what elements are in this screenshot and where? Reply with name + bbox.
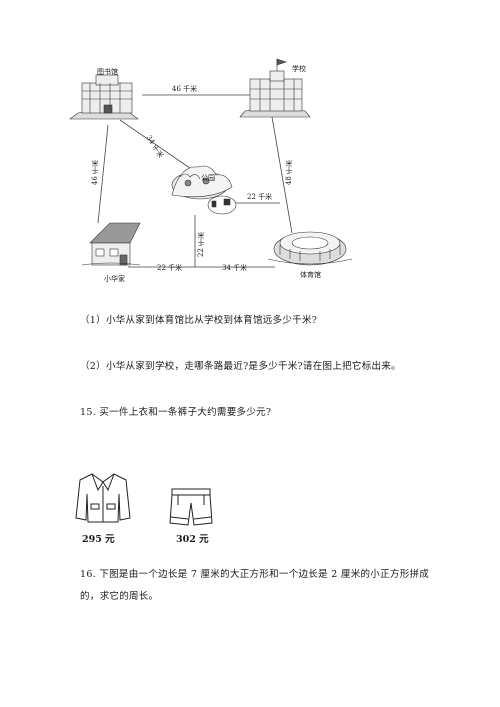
route-school-stadium <box>271 116 293 234</box>
distance-library-school: 46 千米 <box>172 85 198 93</box>
route-library-park <box>119 119 201 176</box>
distance-library-home: 46 千米 <box>91 160 99 186</box>
question-16-line-1: 16. 下图是由一个边长是 7 厘米的大正方形和一个边长是 2 厘米的小正方形拼… <box>80 569 430 580</box>
distance-park-right: 22 千米 <box>247 193 273 201</box>
question-15: 15. 买一件上衣和一条裤子大约需要多少元? <box>80 407 272 418</box>
distance-home-junction: 22 千米 <box>157 264 183 272</box>
question-2: （2）小华从家到学校，走哪条路最近?是多少千米?请在图上把它标出来。 <box>80 361 401 372</box>
question-1: （1）小华从家到体育馆比从学校到体育馆远多少千米? <box>80 315 318 326</box>
stadium-label: 体育馆 <box>300 271 321 279</box>
school-label: 学校 <box>292 65 306 73</box>
distance-junction-stadium: 34 千米 <box>222 264 248 272</box>
jacket-icon <box>75 473 131 523</box>
park-icon <box>171 165 237 215</box>
library-icon <box>69 74 139 120</box>
question-16-line-2: 的，求它的周长。 <box>80 591 159 602</box>
home-label: 小华家 <box>104 275 125 283</box>
park-label: 公园 <box>201 174 215 182</box>
distance-school-stadium: 48 千米 <box>285 160 293 186</box>
shorts-icon <box>169 488 213 526</box>
school-icon <box>239 58 311 118</box>
home-icon <box>81 222 141 266</box>
distance-park-down: 22 千米 <box>197 232 205 258</box>
library-label: 图书馆 <box>97 68 118 76</box>
shorts-price: 302 元 <box>176 534 209 545</box>
stadium-icon <box>267 231 353 266</box>
route-map <box>69 58 353 268</box>
jacket-price: 295 元 <box>82 534 115 545</box>
route-library-home <box>97 124 109 224</box>
